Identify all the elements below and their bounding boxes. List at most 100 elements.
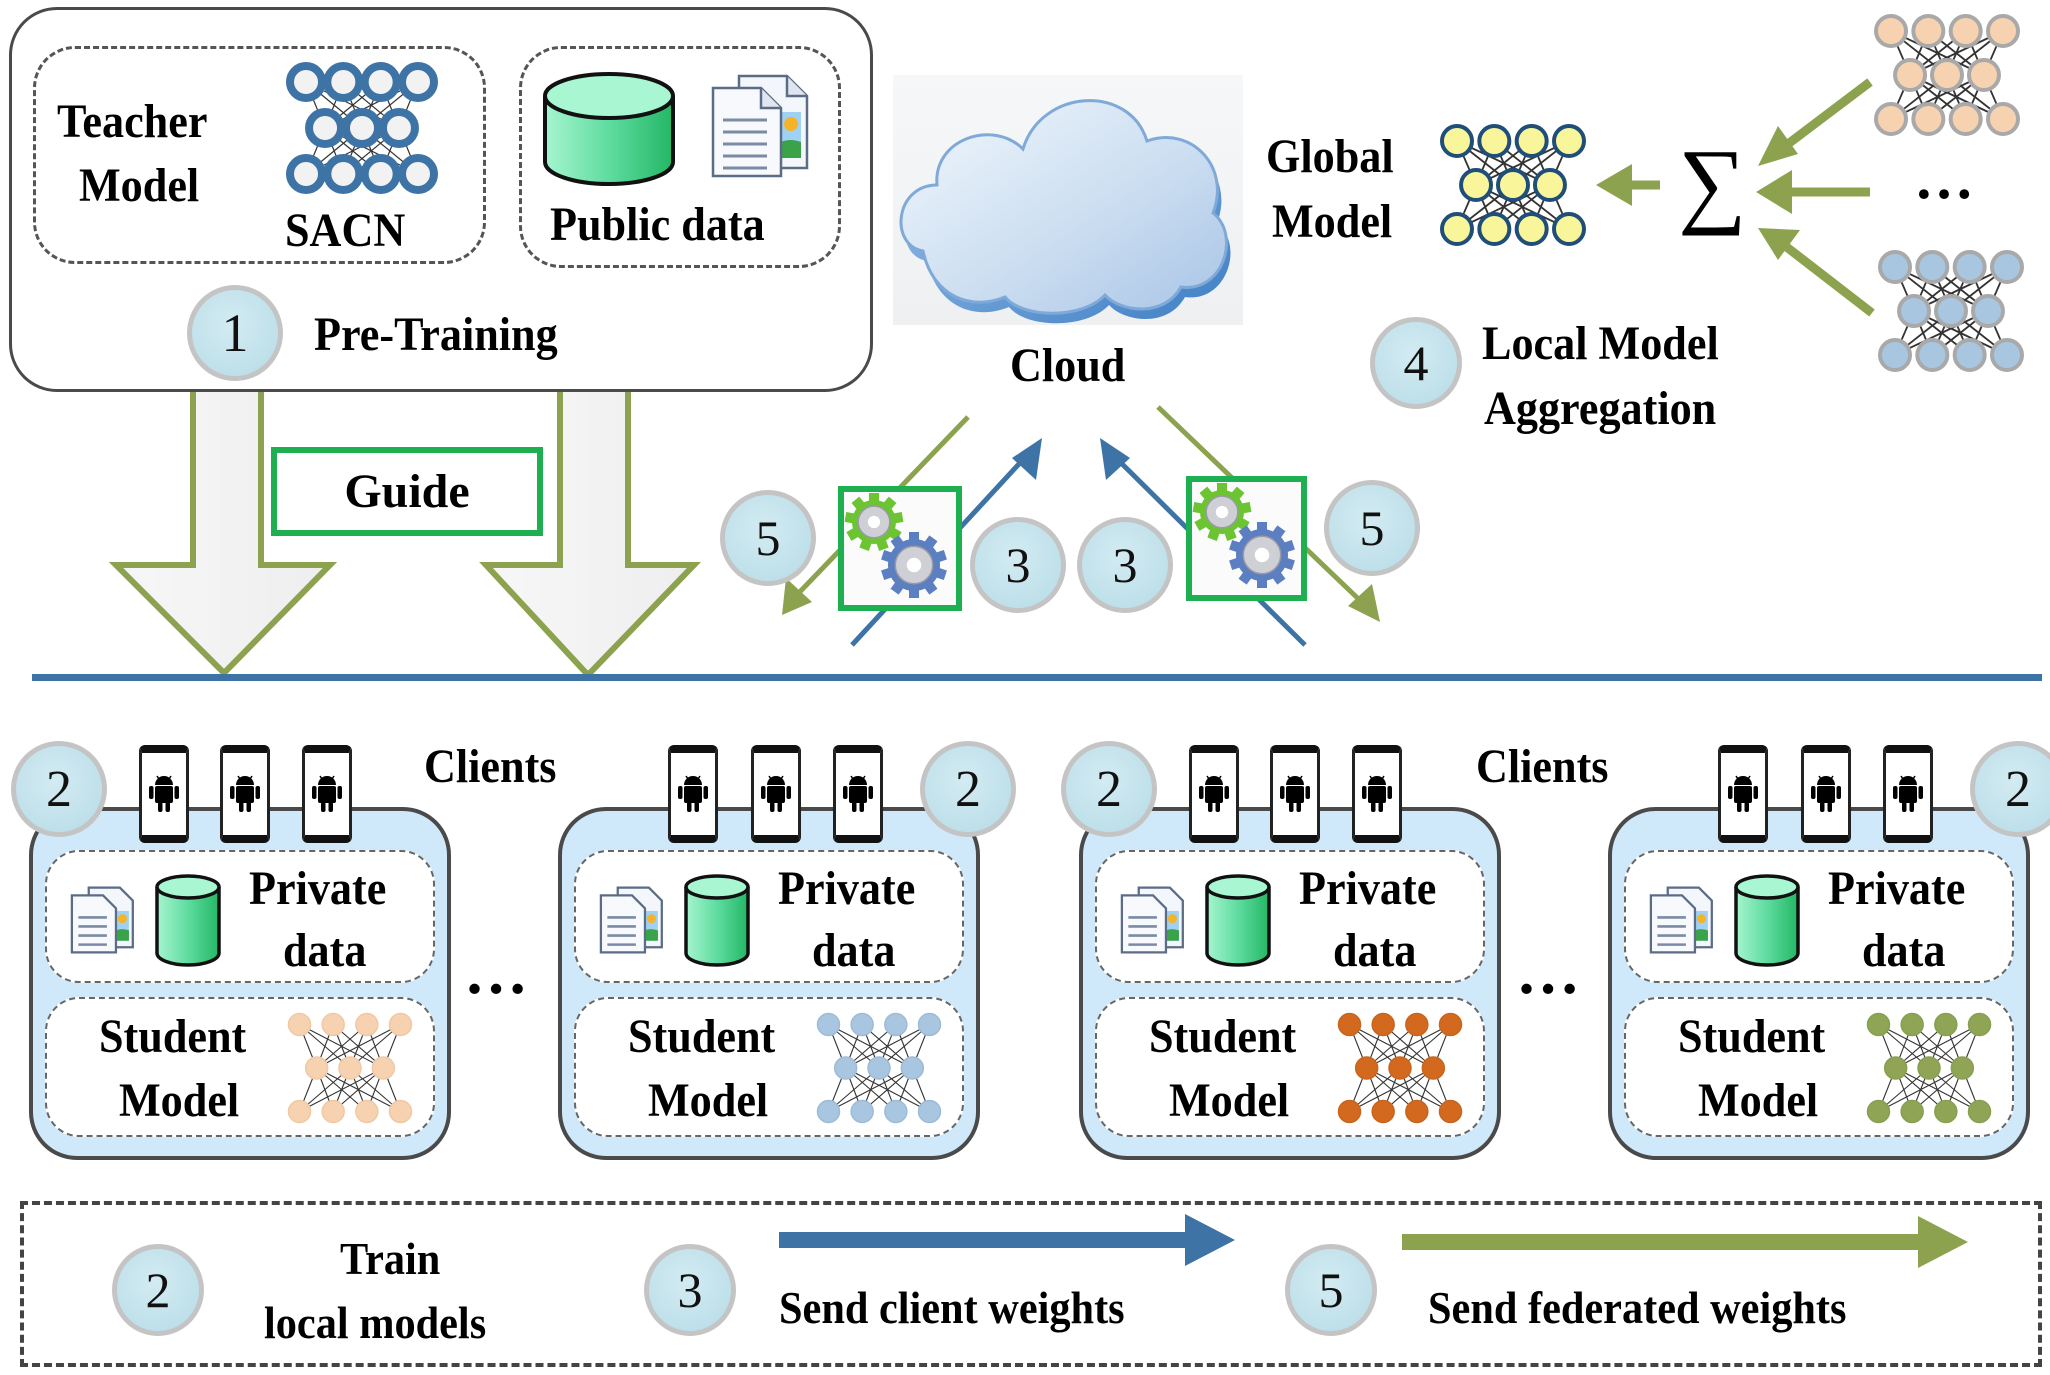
- network-node: [1990, 338, 2024, 372]
- step-2-badge: 2: [11, 741, 107, 837]
- student-model-label-line1: Student: [628, 1010, 776, 1063]
- cloud-icon: [893, 75, 1243, 325]
- cloud-label: Cloud: [1010, 339, 1126, 392]
- network-node: [388, 1012, 413, 1037]
- network-node: [1878, 250, 1912, 284]
- step-5-badge-left: 5: [720, 490, 816, 586]
- documents-icon: [70, 886, 134, 954]
- client-arrow-left-head: [1012, 438, 1042, 480]
- sum-symbol: ∑: [1678, 129, 1747, 236]
- gears-icon: [1192, 483, 1295, 588]
- network-node: [1438, 1012, 1463, 1037]
- network-node: [1911, 102, 1946, 136]
- network-node: [816, 1099, 841, 1124]
- android-icon: [1728, 775, 1758, 812]
- gear-box-left: [838, 486, 962, 611]
- network-node: [1514, 124, 1549, 158]
- client-phone: [1801, 745, 1851, 843]
- network-node: [850, 1099, 874, 1124]
- android-icon: [678, 775, 708, 812]
- network-node: [1459, 168, 1494, 202]
- network-node: [1915, 250, 1950, 284]
- network-node: [1874, 102, 1908, 136]
- arrow-from-top-net-head: [1758, 126, 1798, 166]
- step-5-number: 5: [755, 510, 781, 566]
- clients-ellipsis-right: …: [1516, 936, 1580, 1007]
- network-node: [304, 1056, 329, 1080]
- network-node: [342, 108, 382, 148]
- network-node: [1900, 1012, 1924, 1037]
- network-node: [1532, 168, 1567, 202]
- client-arrow-right-head: [1100, 438, 1130, 480]
- private-data-label-line2: data: [1333, 924, 1417, 977]
- federated-arrow-left-head: [782, 578, 812, 615]
- network-node: [833, 1056, 858, 1080]
- private-data-label-line1: Private: [249, 862, 387, 915]
- gear-icon: [844, 493, 904, 551]
- network-node: [1967, 1012, 1992, 1037]
- network-node: [1866, 1099, 1891, 1124]
- network-node: [286, 62, 326, 102]
- public-data-group: [519, 46, 841, 268]
- aggregation-label-line1: Local Model: [1482, 317, 1719, 370]
- database-icon: [684, 874, 750, 967]
- documents-icon: [599, 886, 663, 954]
- client-phone: [751, 745, 801, 843]
- private-data-label-line1: Private: [778, 862, 916, 915]
- network-node: [287, 1012, 312, 1037]
- legend-federated-weights-arrow: [1402, 1216, 1968, 1268]
- network-node: [1967, 1099, 1992, 1124]
- network-node: [1930, 58, 1964, 92]
- network-node: [900, 1056, 925, 1080]
- student-model-label-line1: Student: [99, 1010, 247, 1063]
- network-node: [1948, 102, 1983, 136]
- local-model-network-icon-top: [1874, 14, 2020, 136]
- network-node: [1388, 1056, 1412, 1080]
- network-node: [1934, 294, 1968, 328]
- network-node: [355, 1099, 379, 1124]
- gear-icon: [1192, 483, 1252, 541]
- network-node: [917, 1012, 942, 1037]
- android-icon: [230, 775, 260, 812]
- network-node: [321, 1012, 345, 1037]
- step-2-badge: 2: [1061, 741, 1157, 837]
- legend-box: [20, 1201, 2042, 1367]
- legend-train-line2: local models: [264, 1297, 487, 1348]
- documents-icon: [711, 74, 809, 178]
- database-icon: [1734, 874, 1800, 967]
- guide-label: Guide: [344, 465, 470, 518]
- network-node: [1893, 58, 1928, 92]
- network-node: [1405, 1099, 1429, 1124]
- network-node: [1405, 1012, 1429, 1037]
- network-node: [1514, 212, 1549, 246]
- teacher-model-group: [33, 46, 486, 264]
- network-node: [1874, 14, 1908, 48]
- network-node: [850, 1012, 874, 1037]
- network-node: [1477, 124, 1512, 158]
- client-phone: [1189, 745, 1239, 843]
- step-2-number: 2: [2005, 760, 2031, 818]
- network-node: [1952, 338, 1987, 372]
- guide-box: Guide: [271, 447, 543, 536]
- android-icon: [1199, 775, 1229, 812]
- gear-icon: [1229, 522, 1295, 588]
- network-node: [398, 154, 438, 194]
- student-model-network-icon: [1337, 1012, 1463, 1124]
- network-node: [1934, 1099, 1958, 1124]
- client-phone: [1352, 745, 1402, 843]
- global-model-label-line2: Model: [1272, 195, 1393, 248]
- network-node: [1354, 1056, 1379, 1080]
- network-node: [1952, 250, 1987, 284]
- network-node: [360, 154, 401, 194]
- arrow-from-bottom-net-line: [1781, 241, 1875, 317]
- gear-icon: [881, 532, 947, 598]
- network-node: [338, 1056, 362, 1080]
- client-phone: [1883, 745, 1933, 843]
- network-node: [1900, 1099, 1924, 1124]
- network-node: [1917, 1056, 1941, 1080]
- clients-label-left: Clients: [424, 740, 557, 793]
- legend-client-weights-label: Send client weights: [779, 1282, 1125, 1333]
- legend-step-5-badge: 5: [1285, 1244, 1377, 1336]
- android-icon: [312, 775, 342, 812]
- network-node: [1866, 1012, 1891, 1037]
